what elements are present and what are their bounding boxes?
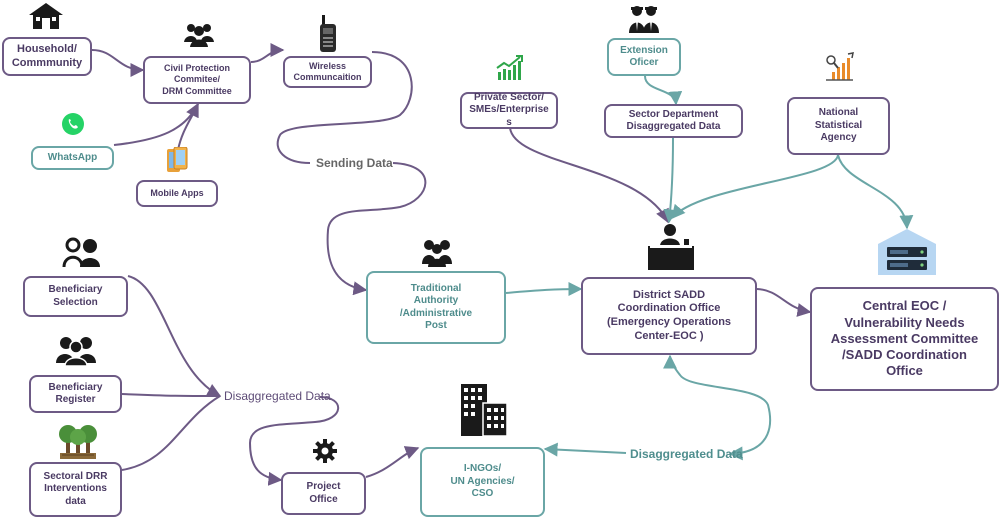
radio-icon <box>320 15 336 52</box>
district-sadd-office-node: District SADD Coordination Office (Emerg… <box>581 277 757 355</box>
link-ingos-disagg <box>543 442 627 457</box>
sector-department-node: Sector Department Disaggregated Data <box>604 104 743 138</box>
link-civil-wireless <box>250 43 285 63</box>
link-mobile-civil <box>177 103 199 151</box>
buildings-icon <box>461 384 508 437</box>
whatsapp-icon <box>62 113 84 135</box>
link-wireless-sending <box>276 51 413 164</box>
extension-officer-node: Extension Oficer <box>607 38 681 76</box>
link-household-civil <box>91 49 145 77</box>
household-community-node: Household/ Commmunity <box>2 37 92 76</box>
growth-chart-icon <box>496 55 523 80</box>
disaggregated-data-label-left: Disaggregated Data <box>224 389 331 403</box>
civil-protection-committee-node: Civil Protection Commitee/ DRM Committee <box>143 56 251 104</box>
trees-icon <box>59 425 97 459</box>
statistics-chart-icon <box>826 52 854 81</box>
link-district-central <box>756 288 812 317</box>
link-national-server <box>837 154 914 230</box>
link-sector-desk <box>663 137 678 224</box>
sectoral-drr-node: Sectoral DRR Interventions data <box>29 462 122 517</box>
link-private-desk <box>509 127 669 224</box>
gear-icon <box>313 439 337 463</box>
link-disagg-district <box>663 354 772 461</box>
link-project-ingos <box>365 446 420 478</box>
group-icon <box>184 24 214 47</box>
beneficiaries-icon <box>62 237 100 268</box>
disaggregated-data-label-right: Disaggregated Data <box>630 447 743 461</box>
mobile-phone-icon <box>167 147 188 172</box>
link-national-desk <box>671 154 839 220</box>
beneficiary-selection-node: Beneficiary Selection <box>23 276 128 317</box>
whatsapp-node: WhatsApp <box>31 146 114 170</box>
server-icon <box>878 229 936 275</box>
link-traditional-district <box>505 282 583 297</box>
desk-officer-icon <box>648 224 694 270</box>
link-disagg-project <box>248 396 340 486</box>
link-register-disagg <box>121 393 219 397</box>
link-whatsapp-civil <box>113 102 199 146</box>
leaders-icon <box>422 240 452 267</box>
ingos-un-agencies-node: I-NGOs/ UN Agencies/ CSO <box>420 447 545 517</box>
sending-data-label: Sending Data <box>316 156 393 170</box>
wireless-communication-node: Wireless Communcaition <box>283 56 372 88</box>
link-extension-sector <box>644 75 683 106</box>
private-sector-node: Private Sector/ SMEs/Enterprise s <box>460 92 558 129</box>
register-people-icon <box>56 337 96 367</box>
link-sending-traditional <box>326 162 427 296</box>
mobile-apps-node: Mobile Apps <box>136 180 218 207</box>
national-statistical-agency-node: National Statistical Agency <box>787 97 890 155</box>
beneficiary-register-node: Beneficiary Register <box>29 375 122 413</box>
officers-icon <box>629 6 659 33</box>
central-eoc-node: Central EOC / Vulnerability Needs Assess… <box>810 287 999 391</box>
house-icon <box>29 3 63 29</box>
link-sectoral-disagg <box>121 395 221 471</box>
project-office-node: Project Office <box>281 472 366 515</box>
traditional-authority-node: Traditional Authority /Administrative Po… <box>366 271 506 344</box>
link-selection-disagg <box>127 275 222 397</box>
